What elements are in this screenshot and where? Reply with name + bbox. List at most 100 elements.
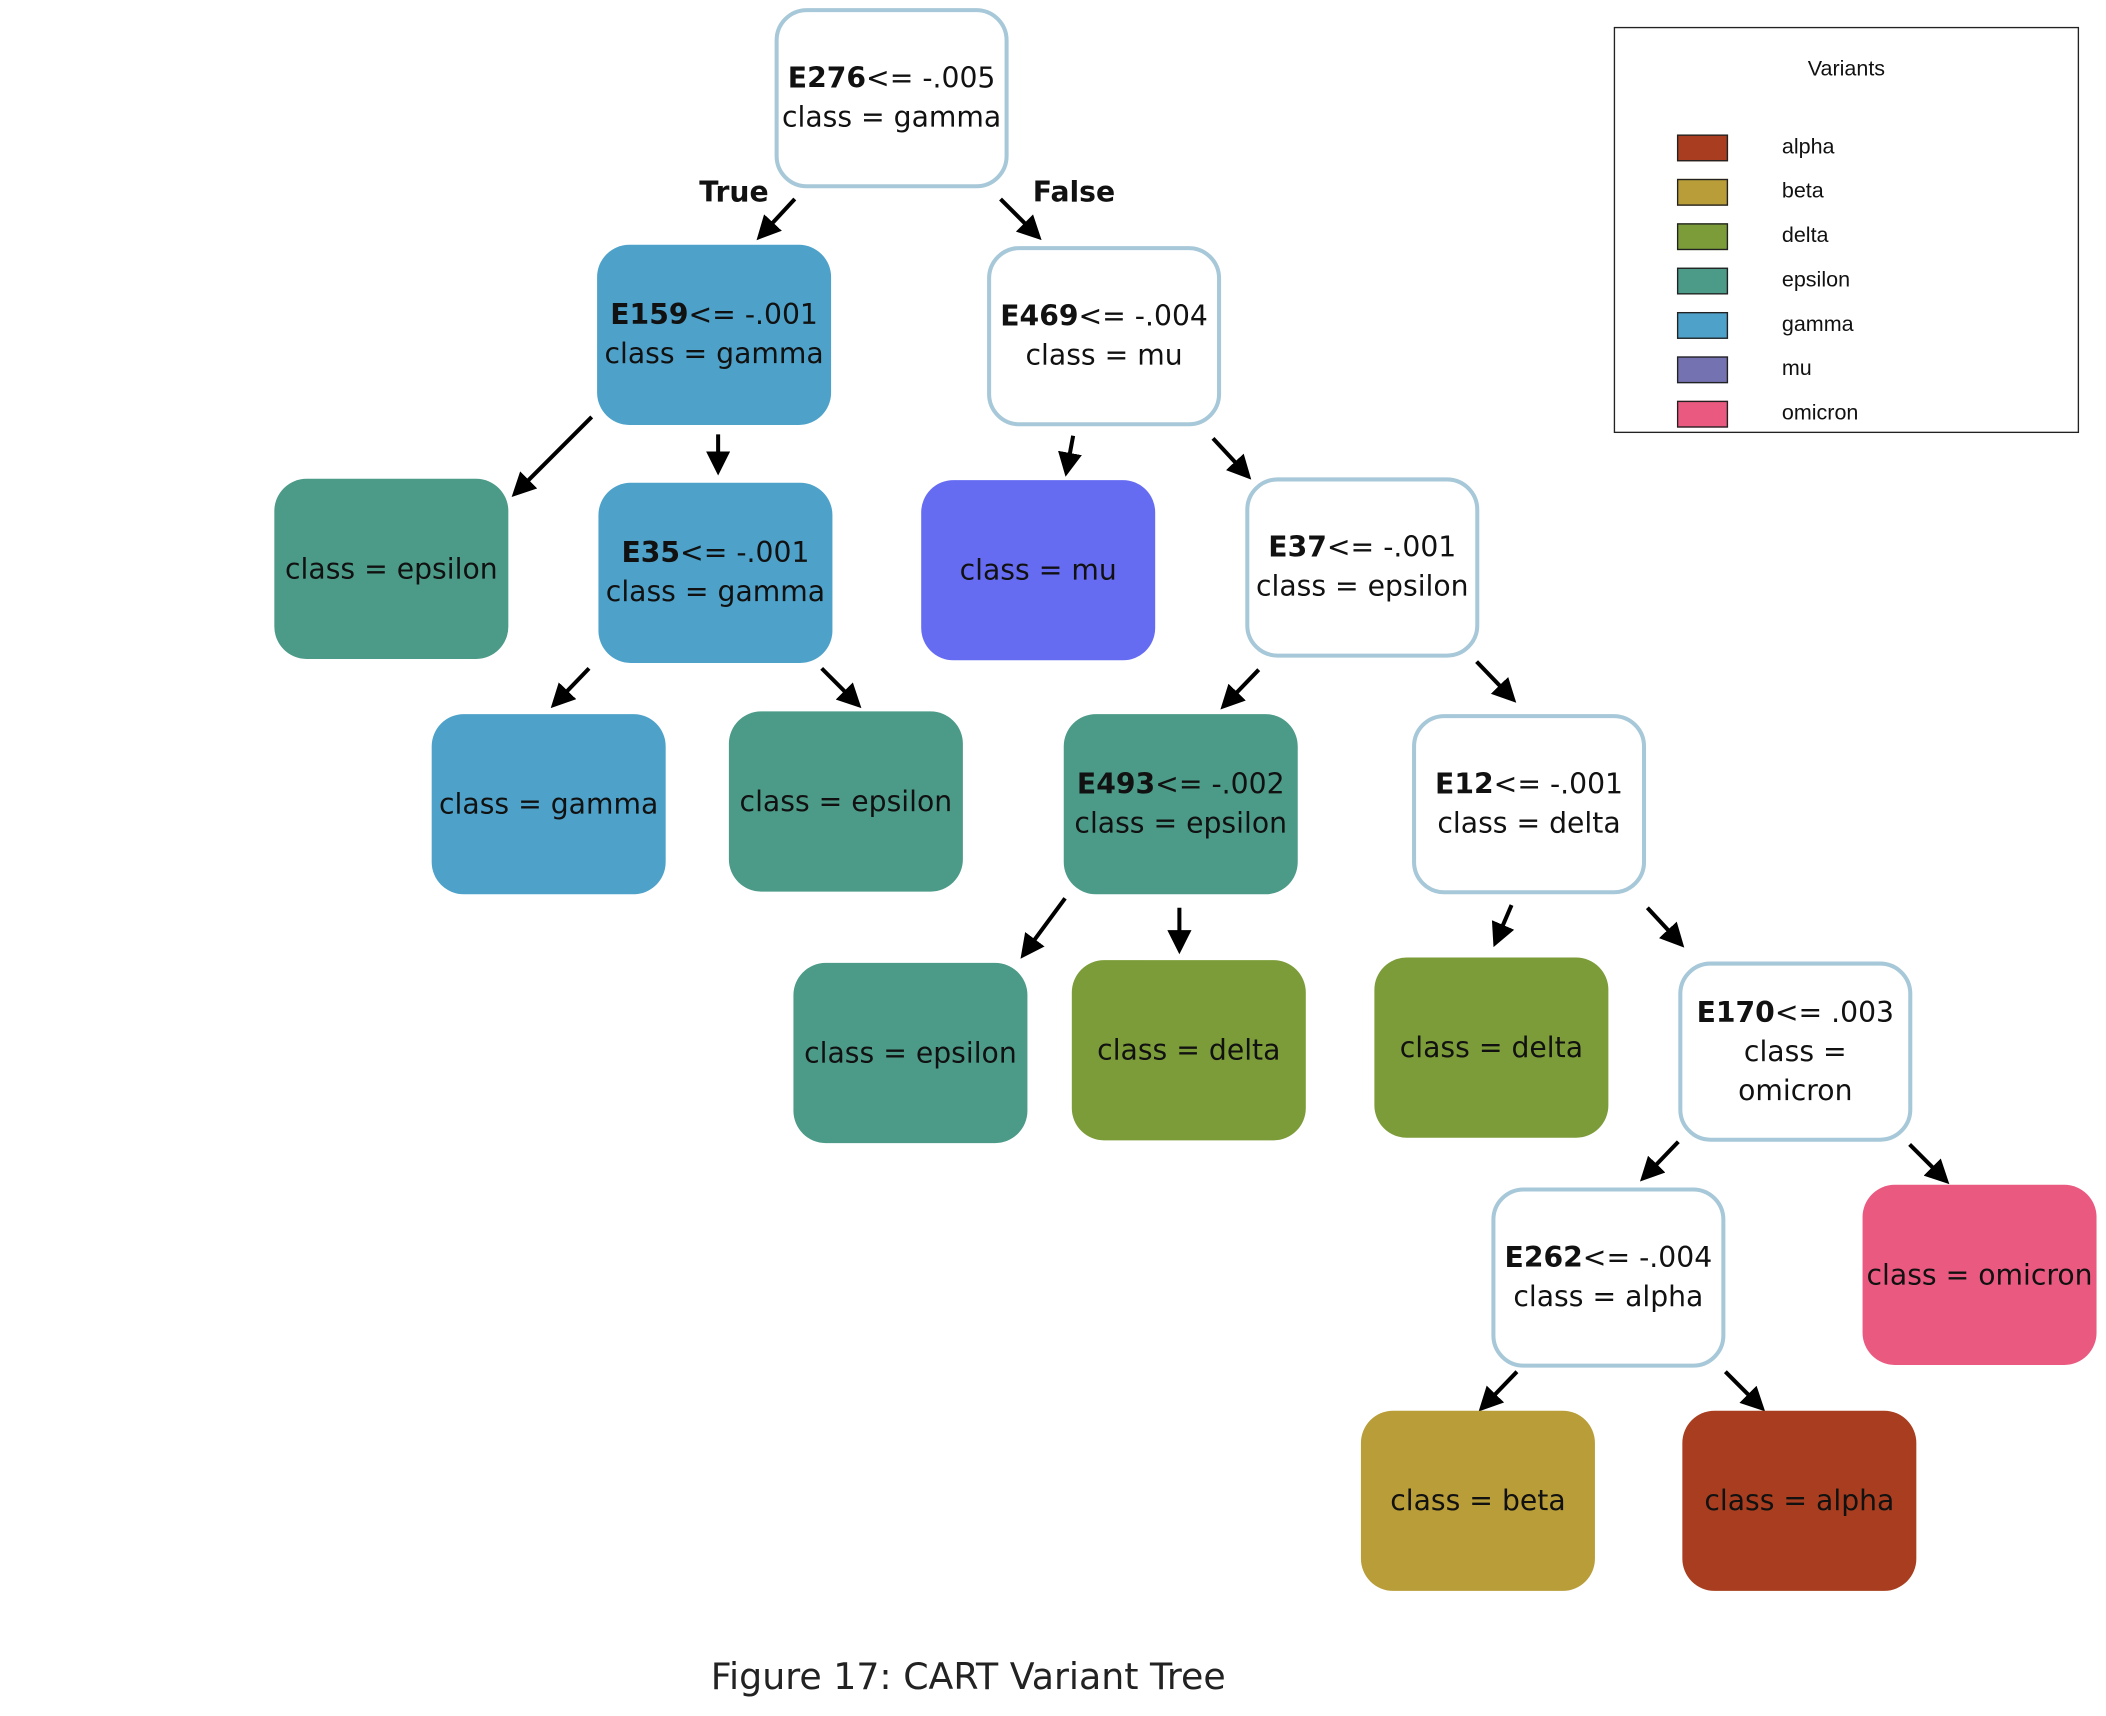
edge-n170-to-leaf-omicron xyxy=(1908,1142,1950,1185)
node-rule: E12<= -.001 xyxy=(1435,765,1623,804)
node-feature: E37 xyxy=(1268,531,1327,564)
node-rule: E37<= -.001 xyxy=(1268,529,1456,568)
tree-node-leaf-delta-2: class = delta xyxy=(1374,957,1609,1138)
legend-swatch xyxy=(1676,311,1729,339)
node-threshold: <= -.004 xyxy=(1078,299,1208,333)
edge-n35-to-leaf-gamma xyxy=(550,666,591,709)
node-class: class = mu xyxy=(1025,338,1183,372)
legend-swatch xyxy=(1676,223,1729,251)
edge-n12-to-n170 xyxy=(1645,906,1685,948)
node-feature: E493 xyxy=(1076,767,1156,801)
node-threshold: <= -.001 xyxy=(680,536,810,569)
node-feature: E159 xyxy=(610,298,689,331)
legend-item-delta: delta xyxy=(1676,223,2054,253)
node-threshold: <= -.001 xyxy=(1326,531,1457,564)
tree-node-leaf-omicron: class = omicron xyxy=(1862,1184,2097,1365)
tree-node-leaf-epsilon-2: class = epsilon xyxy=(728,711,963,892)
node-threshold: <= -.005 xyxy=(866,61,996,95)
node-class: class = alpha xyxy=(1704,1483,1895,1517)
legend-item-beta: beta xyxy=(1676,178,2054,209)
edge-n262-to-leaf-alpha xyxy=(1723,1370,1766,1412)
node-feature: E170 xyxy=(1696,995,1775,1029)
tree-node-leaf-gamma: class = gamma xyxy=(431,714,666,895)
node-class: class = epsilon xyxy=(1074,806,1288,840)
legend-label: delta xyxy=(1781,224,1829,248)
node-rule: E276<= -.005 xyxy=(788,59,996,98)
node-class: class = omicron xyxy=(1866,1258,2093,1291)
tree-node-leaf-epsilon-3: class = epsilon xyxy=(793,962,1028,1144)
node-class: class = gamma xyxy=(604,337,824,370)
node-rule: E262<= -.004 xyxy=(1505,1239,1713,1278)
node-class: class = beta xyxy=(1390,1483,1566,1517)
node-feature: E35 xyxy=(621,536,681,569)
node-rule: E170<= .003 xyxy=(1697,993,1894,1032)
node-feature: E12 xyxy=(1435,767,1494,801)
edge-n469-to-n37 xyxy=(1211,437,1252,480)
true-edge-label: True xyxy=(699,176,769,209)
node-feature: E469 xyxy=(1000,299,1079,333)
tree-node-leaf-mu: class = mu xyxy=(921,480,1156,661)
edge-n12-to-leaf-delta-2 xyxy=(1491,904,1515,948)
legend-item-alpha: alpha xyxy=(1676,134,2054,164)
node-class: class = epsilon xyxy=(739,784,953,817)
tree-node-leaf-alpha: class = alpha xyxy=(1682,1410,1917,1591)
edge-n493-to-leaf-epsilon-3 xyxy=(1020,897,1067,959)
legend-swatch xyxy=(1676,356,1729,384)
node-class: class = epsilon xyxy=(1255,570,1469,603)
legend-item-gamma: gamma xyxy=(1676,311,2054,342)
node-class: class = delta xyxy=(1097,1033,1281,1066)
node-threshold: <= -.004 xyxy=(1582,1241,1713,1274)
node-class: class = epsilon xyxy=(804,1036,1017,1069)
node-class: class = gamma xyxy=(439,787,659,820)
node-class: class = omicron xyxy=(1738,1034,1853,1107)
node-feature: E262 xyxy=(1504,1241,1583,1274)
node-threshold: <= .003 xyxy=(1774,995,1895,1029)
figure-caption: Figure 17: CART Variant Tree xyxy=(710,1656,1226,1699)
node-threshold: <= -.002 xyxy=(1155,767,1285,801)
node-class: class = delta xyxy=(1437,806,1621,840)
edge-n170-to-n262 xyxy=(1639,1140,1680,1182)
legend-item-omicron: omicron xyxy=(1676,400,2054,431)
edge-n469-to-leaf-mu xyxy=(1058,435,1082,477)
node-threshold: <= -.001 xyxy=(1493,767,1624,801)
node-rule: E493<= -.002 xyxy=(1077,765,1285,804)
legend-label: beta xyxy=(1781,180,1824,204)
legend-label: epsilon xyxy=(1781,268,1851,292)
tree-node-leaf-delta-1: class = delta xyxy=(1071,960,1306,1141)
node-feature: E276 xyxy=(787,61,867,95)
legend-label: gamma xyxy=(1781,313,1854,337)
edge-root-to-n159 xyxy=(756,197,797,241)
node-class: class = alpha xyxy=(1513,1280,1704,1313)
legend-label: alpha xyxy=(1781,135,1835,159)
node-rule: E35<= -.001 xyxy=(621,534,809,573)
node-rule: E469<= -.004 xyxy=(1000,297,1208,336)
edge-n37-to-n12 xyxy=(1475,660,1517,703)
legend-swatch xyxy=(1676,400,1729,428)
node-class: class = mu xyxy=(959,553,1117,586)
legend-item-epsilon: epsilon xyxy=(1676,267,2054,298)
legend-swatch xyxy=(1676,267,1729,295)
node-class: class = gamma xyxy=(605,575,826,608)
node-class: class = gamma xyxy=(781,100,1002,134)
false-edge-label: False xyxy=(1032,176,1116,209)
node-threshold: <= -.001 xyxy=(688,298,818,331)
tree-node-leaf-epsilon-1: class = epsilon xyxy=(274,478,509,659)
tree-node-leaf-beta: class = beta xyxy=(1360,1410,1595,1591)
node-rule: E159<= -.001 xyxy=(610,296,818,335)
edge-n37-to-n493 xyxy=(1220,668,1261,710)
legend-swatch xyxy=(1676,134,1729,162)
legend-title: Variants xyxy=(1807,57,1886,81)
legend-label: omicron xyxy=(1781,402,1859,425)
legend-swatch xyxy=(1676,178,1729,206)
